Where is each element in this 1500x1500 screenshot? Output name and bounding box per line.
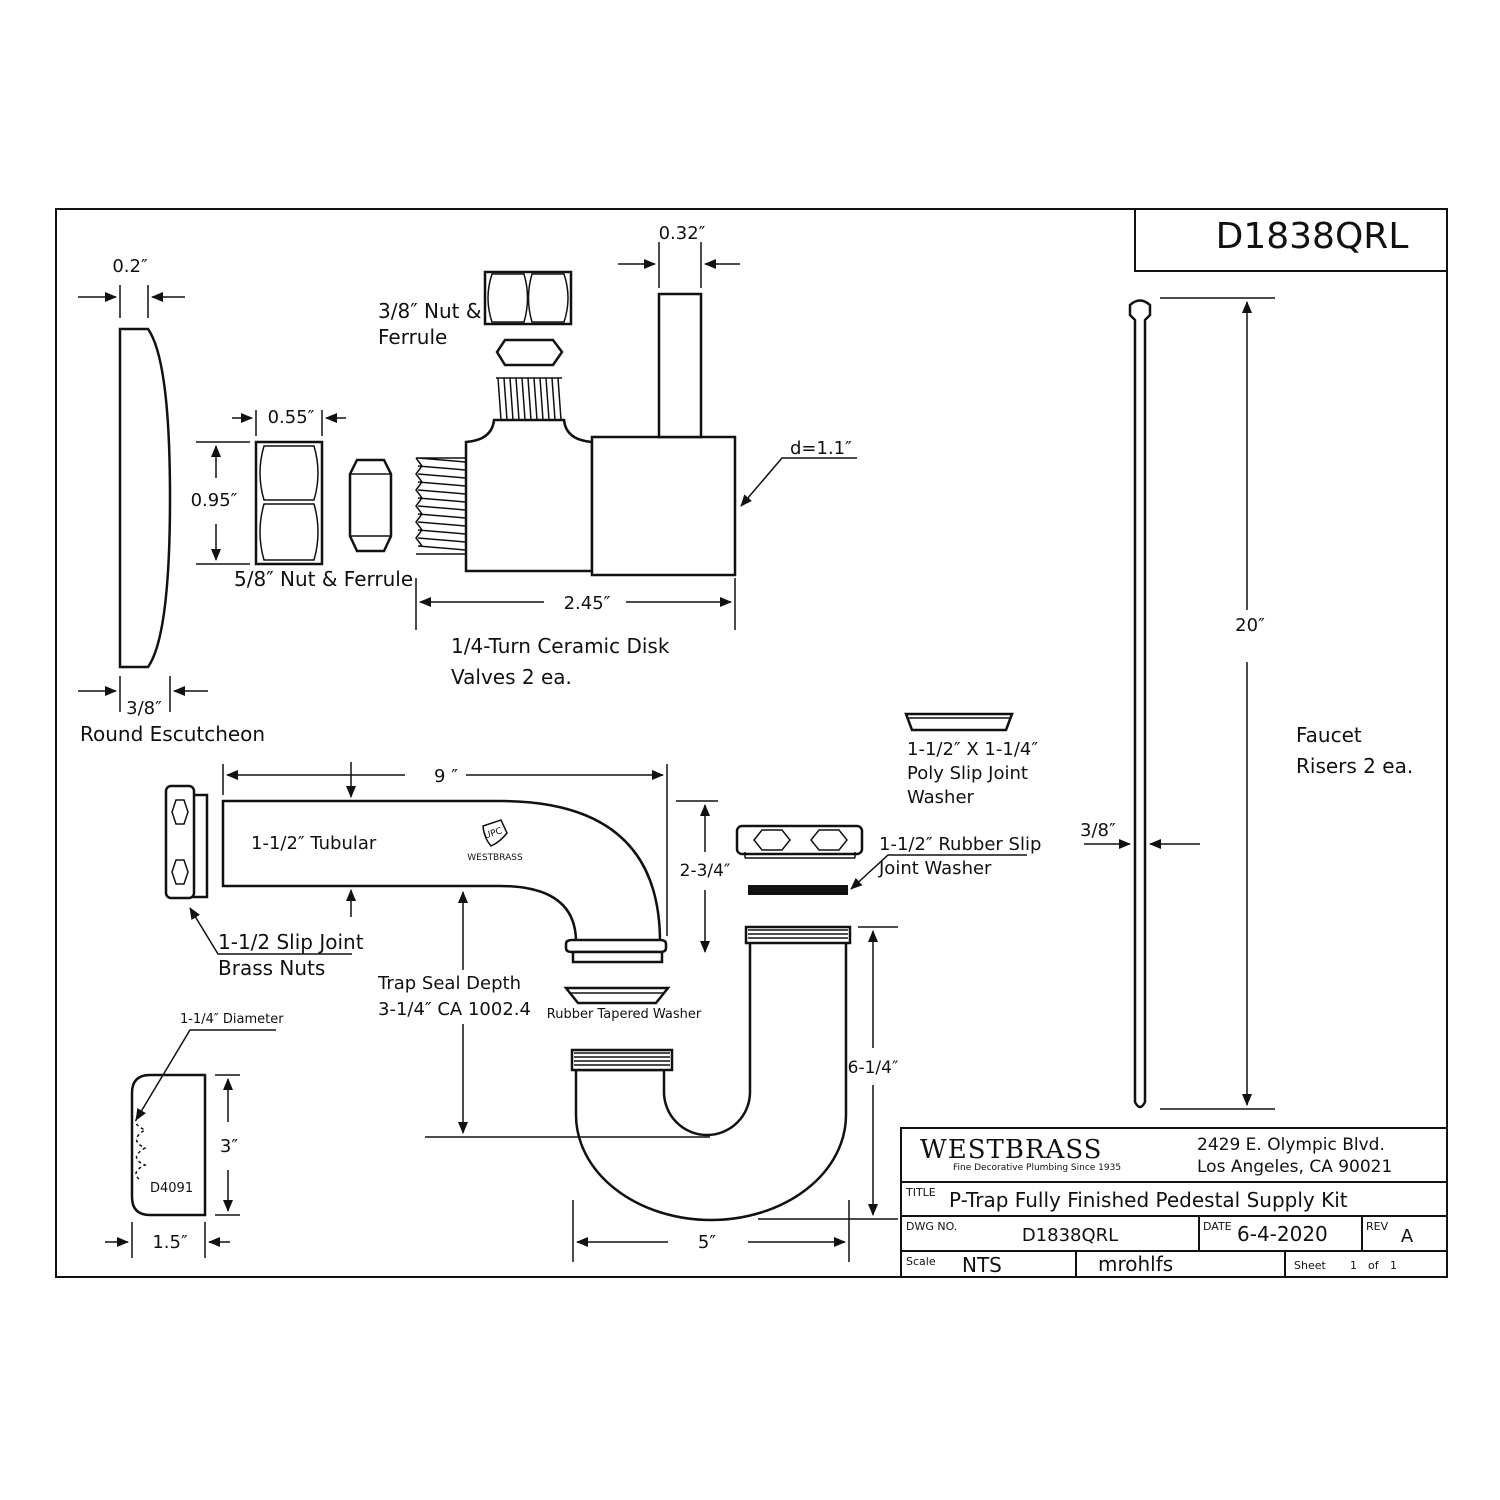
cleanout-diameter-label: 1-1/4″ Diameter <box>180 1012 284 1027</box>
sheet-border <box>55 208 1448 1278</box>
cleanout-height-dim: 3″ <box>220 1136 238 1157</box>
trap-height-dim: 6-1/4″ <box>848 1058 899 1078</box>
faucet-riser: 20″ 3/8″ Faucet Risers 2 ea. <box>1080 297 1413 1110</box>
round-escutcheon: 0.2″ 3/8″ Round Escutcheon <box>78 256 265 746</box>
escutcheon-depth: 3/8″ <box>126 698 162 719</box>
sheet-of-label: of <box>1368 1259 1380 1272</box>
small-nut-label-2: Ferrule <box>378 325 447 349</box>
cleanout-code: D4091 <box>150 1181 193 1196</box>
poly-slip-washer: 1-1/2″ X 1-1/4″ Poly Slip Joint Washer <box>904 712 1038 808</box>
scale-label: Scale <box>906 1255 936 1268</box>
rev-value: A <box>1401 1226 1414 1247</box>
trap-seal-label-1: Trap Seal Depth <box>377 973 521 994</box>
valve-length-dim: 2.45″ <box>564 593 611 614</box>
company-tagline: Fine Decorative Plumbing Since 1935 <box>953 1163 1121 1173</box>
valve-diameter-dim: d=1.1″ <box>790 438 852 459</box>
tubular-arm: 1-1/2″ Tubular UPC WESTBRASS 9 ″ 2-3/4″ <box>221 762 731 964</box>
small-nut-label-1: 3/8″ Nut & <box>378 299 481 323</box>
drawing-code: D1838QRL <box>1216 216 1409 257</box>
escutcheon-label: Round Escutcheon <box>80 722 265 746</box>
nut-ferrule-large: 0.55″ 0.95″ 5/8″ Nut & Ferrule <box>191 407 414 591</box>
slip-nuts-label-2: Brass Nuts <box>218 956 325 980</box>
date-label: DATE <box>1203 1220 1232 1233</box>
scale-value: NTS <box>962 1253 1002 1277</box>
rubber-tapered-washer: Rubber Tapered Washer <box>547 986 702 1022</box>
tubular-label: 1-1/2″ Tubular <box>251 833 377 854</box>
nut-height-dim: 0.95″ <box>191 490 238 511</box>
nut-width-dim: 0.55″ <box>268 407 315 428</box>
sheet-number: 1 <box>1350 1259 1357 1272</box>
rubber-washer-label-2: Joint Washer <box>878 858 992 879</box>
rubber-washer-label-1: 1-1/2″ Rubber Slip <box>879 834 1041 855</box>
poly-washer-label-2: Poly Slip Joint <box>907 763 1028 784</box>
riser-length-dim: 20″ <box>1235 615 1265 636</box>
title-block: WESTBRASS Fine Decorative Plumbing Since… <box>900 1127 1448 1278</box>
slip-joint-brass-nuts: 1-1/2 Slip Joint Brass Nuts <box>164 784 364 980</box>
nut-ferrule-small: 3/8″ Nut & Ferrule <box>378 270 573 367</box>
tubular-length-dim: 9 ″ <box>434 766 458 787</box>
slip-nuts-label-1: 1-1/2 Slip Joint <box>218 930 364 954</box>
escutcheon-thickness: 0.2″ <box>112 256 148 277</box>
title-label: TITLE <box>905 1186 936 1199</box>
riser-diameter-dim: 3/8″ <box>1080 820 1116 841</box>
trap-width-dim: 5″ <box>698 1232 716 1253</box>
valve-label-2: Valves 2 ea. <box>451 665 572 689</box>
dwg-no-value: D1838QRL <box>1022 1225 1118 1246</box>
riser-label-2: Risers 2 ea. <box>1296 754 1413 778</box>
trap-slip-nut: 1-1/2″ Rubber Slip Joint Washer <box>735 824 1041 895</box>
drawn-by: mrohlfs <box>1098 1252 1173 1276</box>
date-value: 6-4-2020 <box>1237 1222 1328 1246</box>
valve-stem-dim: 0.32″ <box>659 223 706 244</box>
drawing-title: P-Trap Fully Finished Pedestal Supply Ki… <box>949 1188 1348 1212</box>
angle-stop-valve: 0.32″ d=1.1″ 2.45″ 1/4-Turn Ceramic Disk… <box>415 223 857 689</box>
dwg-no-label: DWG NO. <box>906 1220 957 1233</box>
poly-washer-label-3: Washer <box>907 787 975 808</box>
address-line-2: Los Angeles, CA 90021 <box>1197 1157 1392 1177</box>
p-trap: Trap Seal Depth 3-1/4″ CA 1002.4 6-1/4″ … <box>377 891 899 1262</box>
cleanout-width-dim: 1.5″ <box>152 1232 188 1253</box>
nut-ferrule-label: 5/8″ Nut & Ferrule <box>234 567 413 591</box>
cleanout-cap: D4091 1-1/4″ Diameter 3″ 1.5″ <box>105 1012 284 1258</box>
tubular-logo: WESTBRASS <box>467 853 523 863</box>
drawing-code-box: D1838QRL <box>1134 209 1447 272</box>
company-logo: WESTBRASS <box>920 1135 1102 1165</box>
sheet-total: 1 <box>1390 1259 1397 1272</box>
valve-label-1: 1/4-Turn Ceramic Disk <box>451 634 670 658</box>
riser-label-1: Faucet <box>1296 723 1362 747</box>
address-line-1: 2429 E. Olympic Blvd. <box>1197 1135 1385 1155</box>
poly-washer-label-1: 1-1/2″ X 1-1/4″ <box>907 739 1038 760</box>
sheet-label: Sheet <box>1294 1259 1326 1272</box>
tubular-drop-dim: 2-3/4″ <box>680 861 731 881</box>
trap-seal-label-2: 3-1/4″ CA 1002.4 <box>378 999 531 1020</box>
rubber-slip-washer <box>748 885 848 895</box>
rev-label: REV <box>1366 1220 1389 1233</box>
tapered-washer-label: Rubber Tapered Washer <box>547 1007 702 1022</box>
